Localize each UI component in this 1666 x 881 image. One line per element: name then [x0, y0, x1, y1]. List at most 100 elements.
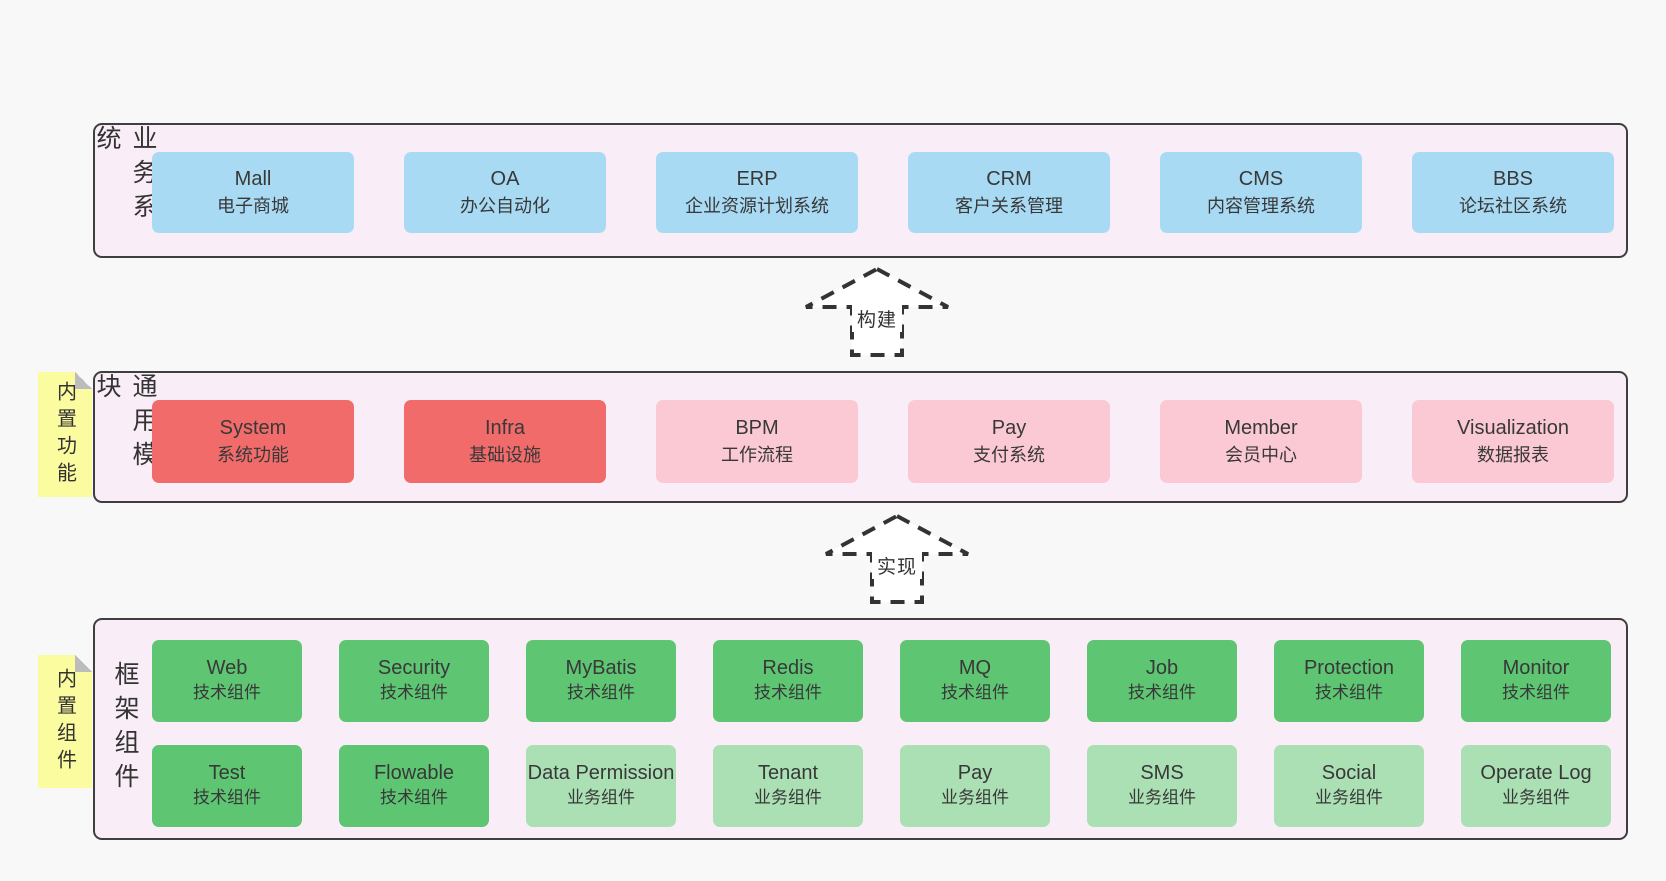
- module-box-security: Security 技术组件: [339, 640, 489, 722]
- module-box-cn-name: 系统功能: [217, 444, 289, 465]
- band-common-modules: 通用模块 System 系统功能 Infra 基础设施 BPM 工作流程 Pay 支付系统 Me…: [93, 371, 1628, 503]
- module-box-cn-name: 技术组件: [754, 683, 822, 703]
- module-box-cn-name: 技术组件: [193, 788, 261, 808]
- module-box-cn-name: 数据报表: [1477, 444, 1549, 465]
- module-box-cms: CMS 内容管理系统: [1160, 152, 1362, 233]
- sticky-fold-icon: [75, 655, 92, 672]
- common-box-row: System 系统功能 Infra 基础设施 BPM 工作流程 Pay 支付系统 Member 会…: [152, 400, 1614, 483]
- module-box-en-name: Visualization: [1457, 417, 1569, 440]
- module-box-web: Web 技术组件: [152, 640, 302, 722]
- arrow-build-label: 构建: [852, 304, 903, 332]
- module-box-cn-name: 技术组件: [380, 683, 448, 703]
- module-box-en-name: Pay: [991, 417, 1027, 440]
- module-box-en-name: Flowable: [373, 762, 455, 785]
- module-box-cn-name: 论坛社区系统: [1459, 195, 1567, 216]
- module-box-redis: Redis 技术组件: [713, 640, 863, 722]
- module-box-en-name: SMS: [1140, 762, 1184, 785]
- band-common-label: 通用模块: [93, 373, 157, 475]
- module-box-tenant: Tenant 业务组件: [713, 745, 863, 827]
- module-box-operate-log: Operate Log 业务组件: [1461, 745, 1611, 827]
- module-box-mybatis: MyBatis 技术组件: [526, 640, 676, 722]
- module-box-mq: MQ 技术组件: [900, 640, 1050, 722]
- module-box-cn-name: 会员中心: [1225, 444, 1297, 465]
- module-box-crm: CRM 客户关系管理: [908, 152, 1110, 233]
- module-box-en-name: Pay: [957, 762, 993, 785]
- module-box-cn-name: 技术组件: [1502, 683, 1570, 703]
- module-box-en-name: CMS: [1238, 168, 1284, 191]
- module-box-cn-name: 客户关系管理: [955, 195, 1063, 216]
- module-box-cn-name: 技术组件: [941, 683, 1009, 703]
- module-box-en-name: BPM: [735, 417, 779, 440]
- module-box-en-name: CRM: [986, 168, 1032, 191]
- module-box-en-name: Operate Log: [1480, 762, 1592, 785]
- module-box-cn-name: 基础设施: [469, 444, 541, 465]
- module-box-cn-name: 业务组件: [941, 788, 1009, 808]
- sticky-note-builtin-components: 内置组件: [38, 655, 92, 788]
- band-framework-label: 框架组件: [111, 661, 139, 797]
- module-box-en-name: Test: [208, 762, 246, 785]
- sticky-fold-icon: [75, 372, 92, 389]
- module-box-cn-name: 电子商城: [217, 195, 289, 216]
- module-box-job: Job 技术组件: [1087, 640, 1237, 722]
- module-box-pay: Pay 业务组件: [900, 745, 1050, 827]
- module-box-en-name: Member: [1224, 417, 1298, 440]
- module-box-protection: Protection 技术组件: [1274, 640, 1424, 722]
- module-box-data-permission: Data Permission 业务组件: [526, 745, 676, 827]
- module-box-en-name: ERP: [736, 168, 778, 191]
- module-box-cn-name: 内容管理系统: [1207, 195, 1315, 216]
- module-box-cn-name: 技术组件: [380, 788, 448, 808]
- module-box-cn-name: 企业资源计划系统: [685, 195, 829, 216]
- module-box-visualization: Visualization 数据报表: [1412, 400, 1614, 483]
- arrow-implement-label: 实现: [872, 551, 923, 579]
- module-box-cn-name: 支付系统: [973, 444, 1045, 465]
- sticky-note-text: 内置功能: [53, 380, 76, 489]
- module-box-cn-name: 业务组件: [1315, 788, 1383, 808]
- module-box-infra: Infra 基础设施: [404, 400, 606, 483]
- module-box-cn-name: 工作流程: [721, 444, 793, 465]
- module-box-cn-name: 技术组件: [567, 683, 635, 703]
- module-box-cn-name: 业务组件: [754, 788, 822, 808]
- module-box-cn-name: 业务组件: [1128, 788, 1196, 808]
- module-box-sms: SMS 业务组件: [1087, 745, 1237, 827]
- module-box-en-name: Job: [1145, 657, 1179, 680]
- module-box-en-name: Data Permission: [527, 762, 675, 785]
- module-box-test: Test 技术组件: [152, 745, 302, 827]
- module-box-en-name: MyBatis: [565, 657, 637, 680]
- module-box-en-name: BBS: [1492, 168, 1534, 191]
- business-box-row: Mall 电子商城 OA 办公自动化 ERP 企业资源计划系统 CRM 客户关系管理 CMS 内容…: [152, 152, 1614, 233]
- module-box-en-name: MQ: [958, 657, 992, 680]
- module-box-pay: Pay 支付系统: [908, 400, 1110, 483]
- module-box-en-name: Mall: [234, 168, 272, 191]
- module-box-monitor: Monitor 技术组件: [1461, 640, 1611, 722]
- module-box-en-name: Redis: [762, 657, 814, 680]
- module-box-en-name: System: [219, 417, 287, 440]
- module-box-en-name: Tenant: [757, 762, 819, 785]
- band-business-label: 业务系统: [93, 125, 157, 227]
- module-box-member: Member 会员中心: [1160, 400, 1362, 483]
- module-box-flowable: Flowable 技术组件: [339, 745, 489, 827]
- module-box-en-name: Social: [1321, 762, 1377, 785]
- module-box-en-name: Monitor: [1502, 657, 1570, 680]
- sticky-note-builtin-features: 内置功能: [38, 372, 92, 497]
- module-box-en-name: Web: [206, 657, 248, 680]
- module-box-cn-name: 业务组件: [567, 788, 635, 808]
- band-business-systems: 业务系统 Mall 电子商城 OA 办公自动化 ERP 企业资源计划系统 CRM 客户关系管理…: [93, 123, 1628, 258]
- module-box-cn-name: 技术组件: [1128, 683, 1196, 703]
- module-box-erp: ERP 企业资源计划系统: [656, 152, 858, 233]
- module-box-cn-name: 办公自动化: [460, 195, 550, 216]
- module-box-cn-name: 业务组件: [1502, 788, 1570, 808]
- module-box-cn-name: 技术组件: [193, 683, 261, 703]
- module-box-en-name: OA: [490, 168, 520, 191]
- module-box-en-name: Protection: [1303, 657, 1395, 680]
- module-box-bpm: BPM 工作流程: [656, 400, 858, 483]
- module-box-bbs: BBS 论坛社区系统: [1412, 152, 1614, 233]
- module-box-en-name: Security: [377, 657, 451, 680]
- sticky-note-text: 内置组件: [53, 667, 76, 776]
- module-box-system: System 系统功能: [152, 400, 354, 483]
- module-box-social: Social 业务组件: [1274, 745, 1424, 827]
- module-box-en-name: Infra: [484, 417, 526, 440]
- module-box-cn-name: 技术组件: [1315, 683, 1383, 703]
